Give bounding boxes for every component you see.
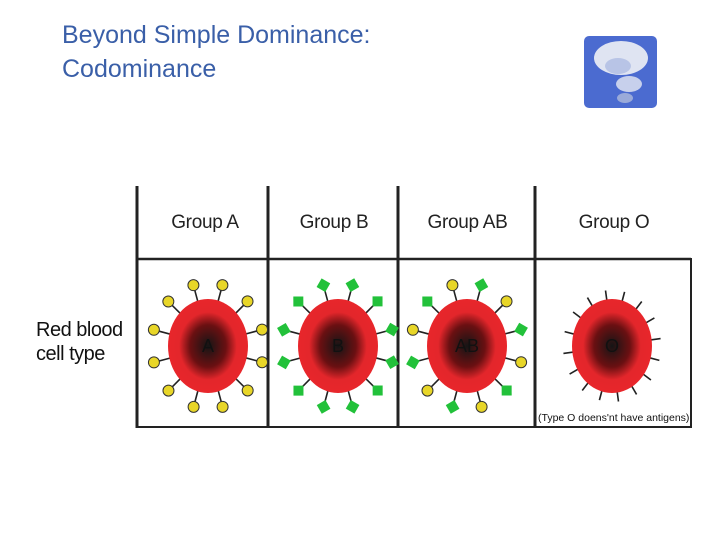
title-line-1: Beyond Simple Dominance: <box>62 21 371 49</box>
antigen-b-marker <box>406 355 420 370</box>
antigen-b-marker <box>422 296 433 307</box>
antigen-a-marker <box>241 384 254 397</box>
antigen-b-marker <box>277 322 291 337</box>
antigen-b-marker <box>385 355 399 370</box>
antigen-b-marker <box>445 400 460 414</box>
antigen-a-marker <box>475 400 488 413</box>
thought-bubble-icon <box>584 36 657 108</box>
antigen-b-marker <box>372 296 383 307</box>
header-group-ab: Group AB <box>427 212 508 233</box>
title-line-2: Codominance <box>62 55 217 83</box>
red-blood-cell-o <box>563 290 661 402</box>
cell-body <box>572 299 652 393</box>
antigen-a-marker <box>147 323 160 336</box>
cell-label-b: B <box>331 336 344 356</box>
antigen-b-marker <box>501 385 512 396</box>
cell-body <box>168 299 248 393</box>
antigen-b-marker <box>372 385 383 396</box>
antigen-b-marker <box>514 322 528 337</box>
antigen-a-marker <box>241 295 254 308</box>
cell-body <box>427 299 507 393</box>
antigen-b-marker <box>316 400 331 414</box>
blood-group-table: Group A Group B Group AB Group O A B AB … <box>134 186 694 430</box>
antigen-b-marker <box>277 355 291 370</box>
cell-label-ab: AB <box>454 336 479 356</box>
antigen-a-marker <box>162 295 175 308</box>
header-group-o: Group O <box>578 212 650 233</box>
antigen-b-marker <box>345 399 360 414</box>
antigen-a-marker <box>162 384 175 397</box>
header-group-a: Group A <box>171 212 239 233</box>
slide-title: Beyond Simple Dominance: Codominance <box>62 18 482 86</box>
header-group-b: Group B <box>299 212 369 233</box>
row-label-red-blood-cell-type: Red blood cell type <box>36 318 123 366</box>
antigen-b-marker <box>345 278 360 292</box>
antigen-a-marker <box>515 356 528 369</box>
antigen-a-marker <box>256 356 269 369</box>
antigen-a-marker <box>500 295 513 308</box>
row-label-line-2: cell type <box>36 343 105 365</box>
cell-body <box>298 299 378 393</box>
antigen-a-marker <box>406 323 419 336</box>
cell-label-o: O <box>604 336 619 356</box>
red-blood-cell-b <box>277 278 399 414</box>
antigen-b-marker <box>293 296 304 307</box>
cell-label-a: A <box>201 336 214 356</box>
antigen-a-marker <box>421 384 434 397</box>
antigen-b-marker <box>316 278 331 293</box>
red-blood-cell-a <box>147 279 269 413</box>
antigen-a-marker <box>147 356 160 369</box>
antigen-a-marker <box>187 400 200 413</box>
antigen-b-marker <box>293 385 304 396</box>
cells-layer <box>147 278 661 414</box>
antigen-a-marker <box>216 400 229 413</box>
antigen-a-marker <box>216 279 229 292</box>
antigen-b-marker <box>474 278 489 292</box>
antigen-a-marker <box>256 323 269 336</box>
antigen-a-marker <box>446 279 459 292</box>
antigen-a-marker <box>187 279 200 292</box>
type-o-note: (Type O doens'nt have antigens) <box>538 412 690 424</box>
red-blood-cell-ab <box>406 278 528 414</box>
row-label-line-1: Red blood <box>36 319 123 341</box>
antigen-b-marker <box>385 322 399 337</box>
